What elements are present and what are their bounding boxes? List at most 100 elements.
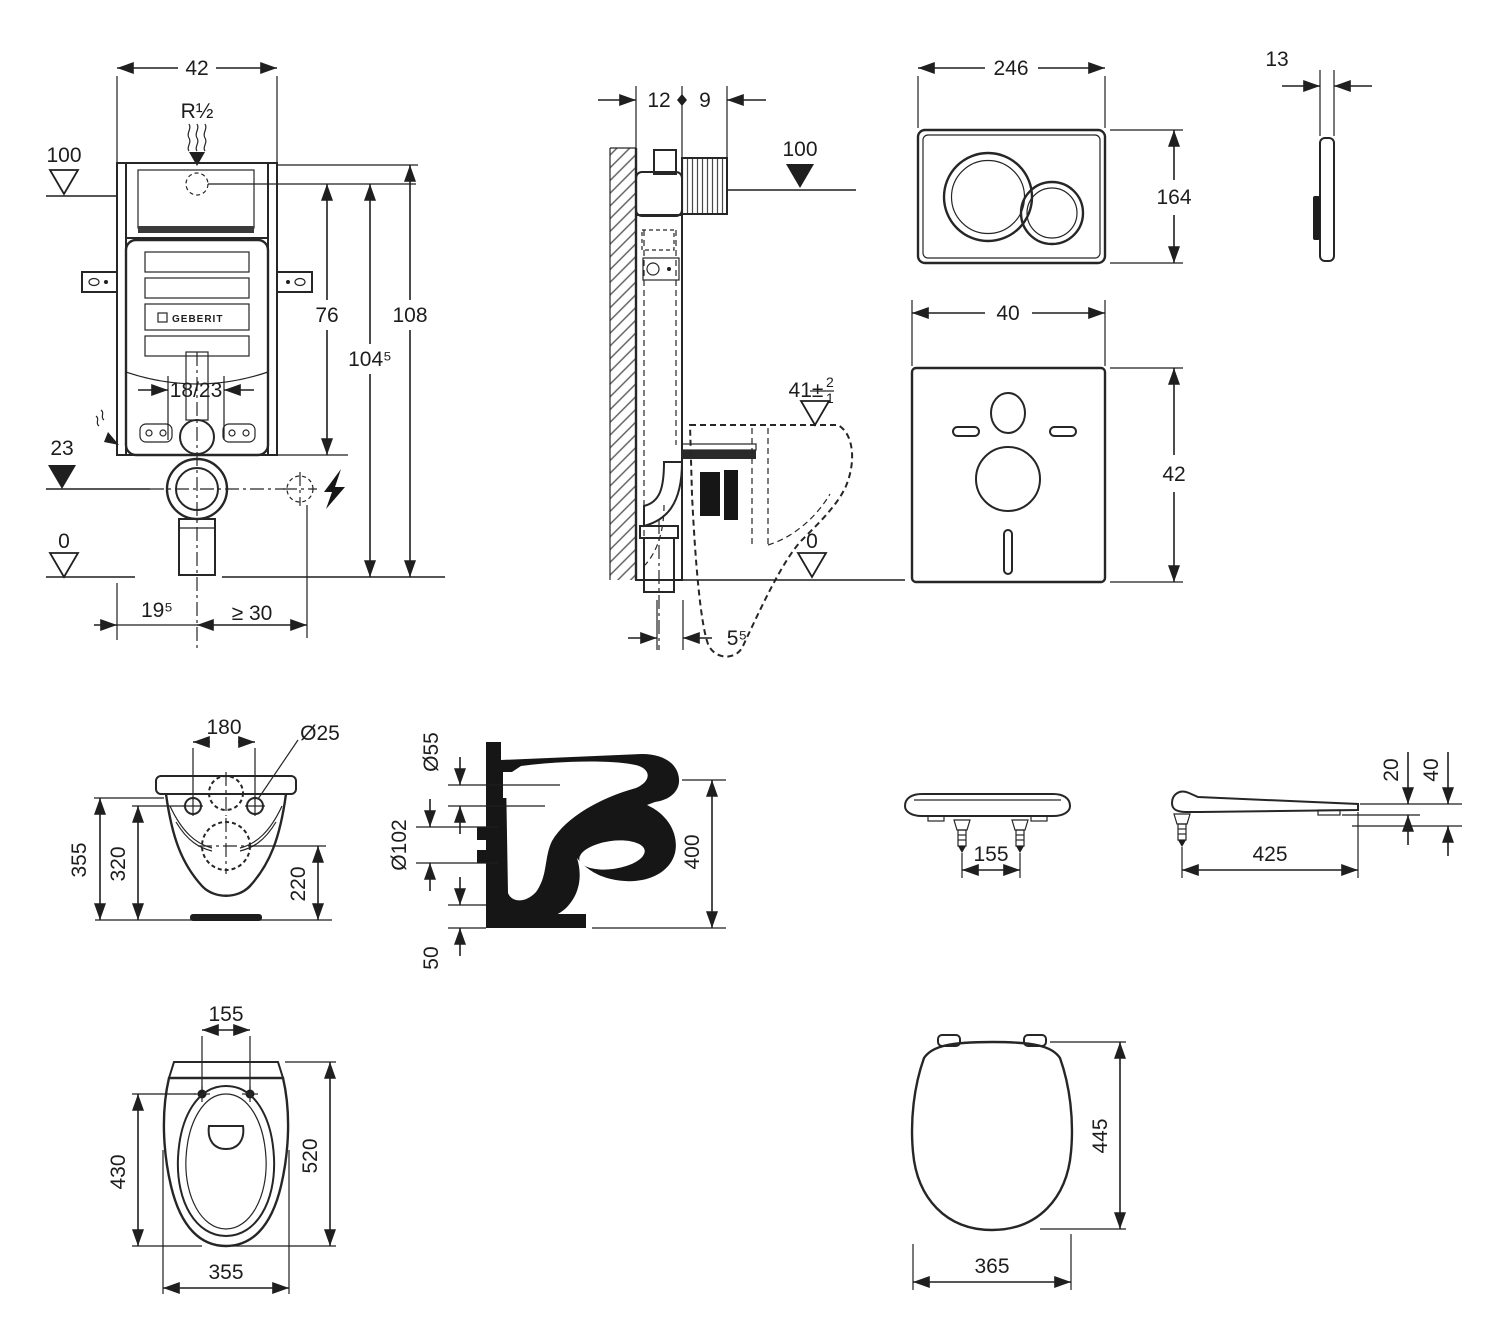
level-label-tol-plus: 2 [826, 374, 834, 390]
level-marker-23: 23 [46, 437, 150, 490]
dim-label-365: 365 [974, 1255, 1009, 1278]
dim-label-355: 355 [68, 842, 91, 877]
outlet-spigot-wall [477, 850, 487, 863]
dim-depths: 12 9 [598, 86, 766, 158]
level-label-tol-minus: 1 [826, 390, 834, 406]
bowl-top-outline [162, 1076, 290, 1248]
flush-button-large [942, 151, 1034, 243]
clamp-hole [145, 429, 153, 437]
frame-rail-left [116, 162, 127, 456]
dim-label-220: 220 [287, 866, 310, 901]
level-label-41: 41± [789, 379, 824, 402]
drawing-frame-front: 42 R½ 100 GEBERIT [46, 57, 445, 648]
dim-depth-inner: 430 [107, 1093, 202, 1247]
wall-hatching [610, 148, 636, 580]
dim-seat-thickness: 20 [1380, 752, 1414, 845]
dim-seat-width: 365 [912, 1234, 1072, 1290]
dim-height-flush: 76 [315, 184, 339, 456]
bowl-rear-outline [164, 793, 288, 897]
drawing-sound-mat: 40 42 [910, 300, 1186, 584]
flush-button-small [1019, 180, 1085, 246]
level-marker-rim: 41± 2 1 [789, 374, 834, 427]
bolt-tip [1016, 846, 1024, 853]
bolt-head [953, 819, 971, 831]
dim-label-155: 155 [973, 843, 1008, 866]
bracket-hole [104, 280, 108, 284]
clamp-hole [242, 429, 250, 437]
water-supply-arrow-icon [187, 123, 207, 166]
flush-housing [125, 162, 269, 239]
dim-label-40: 40 [996, 302, 1019, 325]
level-marker-0: 0 [48, 530, 80, 579]
dim-depth-total: 520 [232, 1061, 336, 1247]
bowl-basin-cutout [506, 761, 648, 901]
dim-mat-height: 42 [1110, 367, 1186, 583]
dim-label-outlet-depth: 18/23 [170, 379, 223, 402]
dashed-bend [643, 504, 665, 567]
sound-mat [910, 366, 1107, 584]
bowl-inner-dashed [767, 493, 831, 546]
dim-width: 355 [162, 1150, 290, 1294]
bracket-hole [286, 280, 290, 284]
leader-line [257, 739, 299, 800]
level-triangle-open [48, 169, 80, 196]
dim-label-104-5: 104⁵ [348, 348, 392, 371]
mat-outlet-hole [975, 446, 1041, 512]
dim-height-frame: 108 [392, 165, 428, 577]
seat-bumper [1030, 815, 1048, 822]
bracket [81, 271, 118, 293]
dim-label-42: 42 [1162, 463, 1185, 486]
dim-label-520: 520 [299, 1138, 322, 1173]
dim-bowl-height-outlet: 220 [252, 845, 326, 920]
dim-label-50: 50 [420, 946, 443, 969]
level-label-100: 100 [782, 138, 817, 161]
housing-top-connector [653, 149, 677, 175]
dim-label-320: 320 [107, 846, 130, 881]
flush-connector [700, 472, 720, 516]
dim-label-355: 355 [208, 1261, 243, 1284]
hinge-tab-right [1023, 1034, 1047, 1047]
flush-housing-opening [137, 169, 255, 229]
dim-seat-height: 40 [1420, 752, 1454, 856]
bowl-outline [688, 424, 854, 658]
level-triangle-open [48, 552, 80, 579]
cistern-panel [144, 251, 250, 273]
dim-label-19-5: 19⁵ [141, 599, 173, 622]
arrow-tip [104, 432, 119, 445]
clamp-hole [228, 429, 236, 437]
wall-plate-section [486, 742, 501, 924]
flush-plate-profile [1319, 137, 1335, 262]
electrical-connection-symbol [283, 469, 345, 509]
flush-button-small-inner [1026, 187, 1078, 239]
level-marker-0-side: 0 [796, 530, 828, 579]
supply-connection-dashed [185, 172, 209, 196]
level-label-0: 0 [58, 530, 70, 553]
bowl-rim-inner [176, 1084, 276, 1238]
dim-label-430: 430 [107, 1154, 130, 1189]
insulation-squiggle [95, 409, 105, 427]
seat-front-profile [903, 793, 1072, 817]
dim-clearance-electrical: ≥ 30 [197, 505, 308, 638]
drawing-bowl-top: 155 430 520 [107, 1003, 336, 1294]
drawing-seat-front: 155 [903, 793, 1072, 878]
dim-label-supply-thread: R½ [181, 100, 214, 123]
outlet-pipe [178, 518, 216, 576]
squiggle [203, 123, 207, 152]
logo-square-icon [157, 312, 168, 323]
dim-offset-left: 19⁵ [94, 583, 197, 640]
plate-clip [1313, 196, 1320, 240]
dim-label-dia-55: Ø55 [420, 732, 443, 772]
mat-bottom-slot [1003, 529, 1013, 575]
hinge-tab-left [937, 1034, 961, 1047]
dim-label-min-30: ≥ 30 [232, 602, 273, 625]
seat-hinge-bolt [1173, 813, 1191, 878]
dim-label-180: 180 [206, 716, 241, 739]
level-label-0: 0 [806, 530, 818, 553]
cistern-panel [144, 277, 250, 299]
level-triangle-open [796, 552, 828, 579]
dim-label-76: 76 [315, 304, 338, 327]
diamond-marker [677, 94, 687, 106]
bowl-wing-right [239, 805, 283, 849]
drawing-flush-plate-front: 246 164 [916, 57, 1192, 265]
